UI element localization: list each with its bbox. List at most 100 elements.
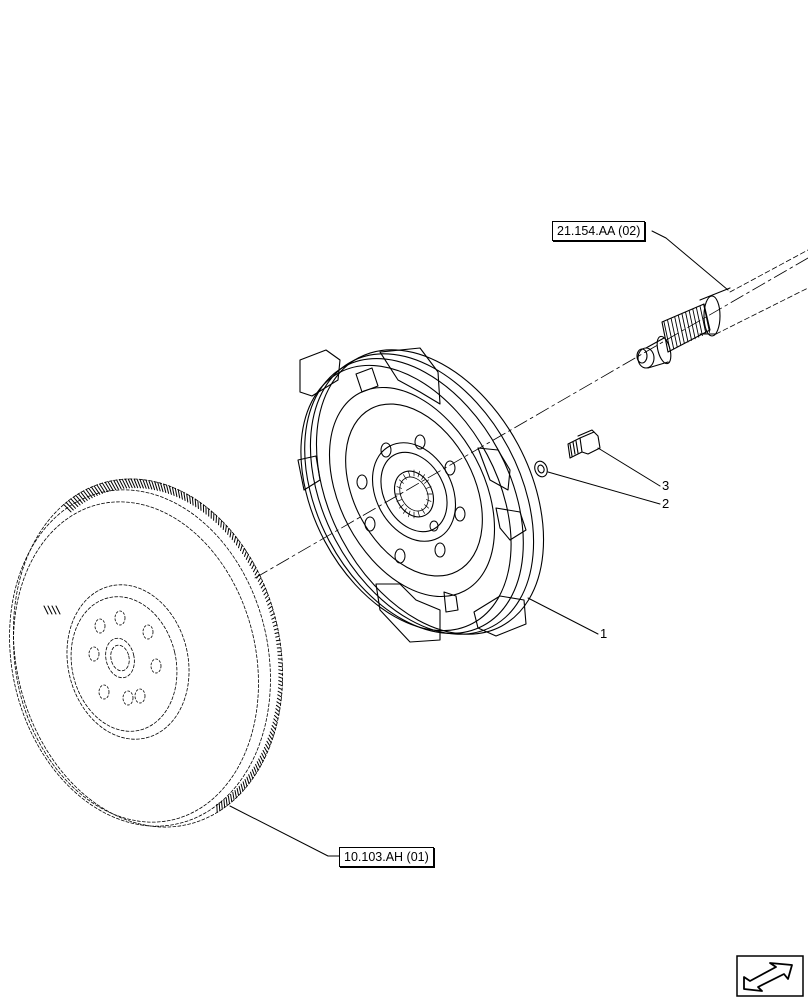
- gear-tooth: [251, 563, 255, 570]
- gear-tooth: [93, 485, 101, 495]
- gear-tooth: [247, 557, 251, 563]
- gear-tooth: [269, 609, 274, 613]
- shaft-spline: [674, 316, 682, 346]
- gear-tooth: [227, 527, 230, 535]
- gear-tooth: [276, 697, 282, 702]
- gear-tooth: [151, 480, 156, 491]
- gear-tooth: [266, 598, 271, 603]
- gear-tooth: [275, 635, 280, 638]
- gear-tooth: [272, 721, 277, 727]
- gear-tooth: [238, 541, 241, 549]
- gear-tooth: [77, 493, 86, 503]
- gear-tooth: [130, 478, 136, 489]
- gear-tooth: [225, 797, 228, 807]
- shaft-spline: [692, 308, 700, 338]
- gear-tooth: [277, 687, 283, 691]
- gear-tooth: [218, 517, 220, 526]
- gear-tooth: [263, 591, 268, 596]
- gear-tooth: [273, 628, 279, 631]
- gear-tooth: [254, 570, 259, 576]
- gear-tooth: [275, 708, 280, 713]
- hub-spline: [403, 474, 407, 480]
- gear-tooth: [253, 766, 257, 774]
- leader-lines: [229, 230, 729, 857]
- gear-tooth: [262, 749, 267, 756]
- shaft-spline: [703, 303, 711, 333]
- gear-tooth: [145, 479, 150, 490]
- gear-tooth: [267, 737, 272, 744]
- hub-spline: [421, 474, 425, 480]
- gear-tooth: [278, 680, 283, 683]
- gear-tooth: [186, 493, 189, 503]
- flywheel[interactable]: [0, 452, 316, 854]
- gear-tooth: [273, 718, 278, 723]
- gear-tooth: [121, 478, 128, 489]
- gear-tooth: [136, 478, 141, 489]
- gear-tooth: [99, 483, 106, 493]
- gear-tooth: [258, 758, 262, 765]
- hub-spline: [399, 504, 404, 509]
- gear-tooth: [72, 496, 81, 506]
- input-shaft[interactable]: [636, 249, 808, 369]
- gear-tooth: [253, 566, 257, 573]
- gear-tooth: [160, 482, 164, 493]
- gear-tooth: [63, 504, 72, 513]
- gear-tooth: [171, 486, 175, 496]
- torsional-damper[interactable]: [258, 311, 590, 673]
- shaft-spline: [695, 307, 703, 337]
- gear-tooth: [88, 487, 96, 497]
- gear-tooth: [174, 487, 178, 498]
- gear-tooth: [264, 594, 269, 599]
- bolt[interactable]: [567, 429, 601, 459]
- gear-tooth: [163, 483, 167, 493]
- gear-tooth: [116, 479, 122, 490]
- flywheel-reference-box[interactable]: 10.103.AH (01): [339, 847, 434, 867]
- hub-spline: [417, 510, 420, 518]
- gear-tooth: [65, 502, 74, 511]
- hub-spline: [421, 508, 425, 514]
- gear-tooth: [157, 481, 161, 492]
- gear-tooth: [242, 547, 245, 554]
- gear-tooth: [261, 752, 265, 760]
- gear-tooth: [267, 602, 272, 606]
- gear-tooth: [236, 787, 240, 796]
- gear-tooth: [240, 544, 243, 552]
- shaft-spline: [685, 311, 693, 341]
- gear-tooth: [278, 676, 283, 679]
- gear-tooth: [240, 783, 244, 792]
- washer[interactable]: [533, 459, 550, 478]
- shaft-spline: [699, 305, 707, 335]
- damper-lugs: [297, 347, 527, 643]
- gear-tooth: [225, 525, 227, 533]
- hub-spline: [424, 504, 429, 509]
- gear-tooth: [104, 481, 111, 492]
- hub-spline: [417, 470, 420, 478]
- gear-tooth: [262, 587, 266, 592]
- gear-tooth: [168, 485, 172, 495]
- shaft-reference-box[interactable]: 21.154.AA (02): [552, 221, 646, 241]
- gear-tooth: [194, 498, 197, 508]
- gear-tooth: [154, 481, 158, 491]
- callout-damper: 1: [600, 626, 608, 641]
- hub-spline: [396, 499, 402, 502]
- gear-tooth: [118, 479, 125, 489]
- gear-tooth: [139, 478, 144, 489]
- ring-gear-teeth: [63, 478, 284, 813]
- gear-tooth: [113, 479, 119, 490]
- gear-tooth: [83, 490, 91, 500]
- callout-washer: 2: [662, 496, 670, 511]
- gear-tooth: [278, 662, 283, 664]
- gear-tooth: [260, 584, 265, 589]
- gear-tooth: [229, 530, 232, 538]
- gear-tooth: [275, 704, 281, 709]
- gear-tooth: [278, 669, 283, 672]
- next-page-arrow-icon[interactable]: [736, 955, 804, 997]
- gear-tooth: [274, 711, 280, 716]
- gear-tooth: [133, 478, 139, 489]
- gear-tooth: [177, 489, 181, 499]
- hub-spline: [396, 486, 402, 489]
- hub-spline: [403, 508, 407, 514]
- hub-spline: [424, 479, 429, 484]
- gear-tooth: [249, 560, 253, 566]
